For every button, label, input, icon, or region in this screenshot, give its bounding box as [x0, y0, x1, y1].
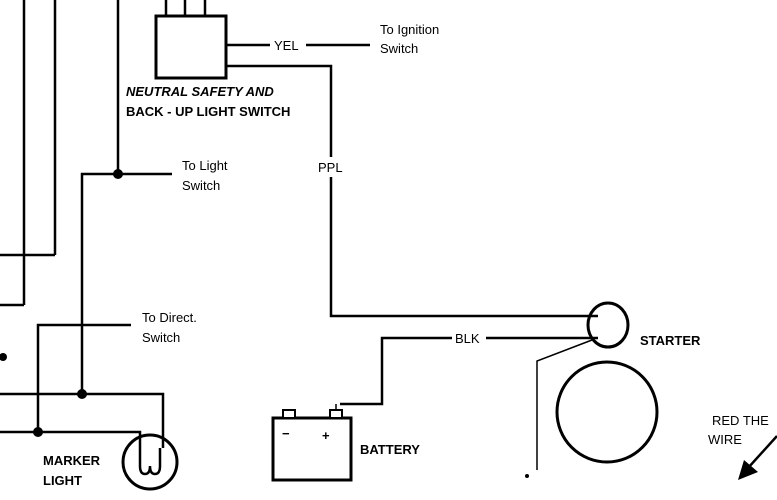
- to-direct-switch-label-line2: Switch: [142, 330, 180, 345]
- marker-light-label: MARKER: [43, 453, 101, 468]
- ppl-wire: [226, 64, 598, 318]
- battery-positive-symbol: +: [322, 428, 330, 443]
- blk-wire: [340, 336, 598, 406]
- battery-negative-symbol: −: [282, 426, 290, 441]
- neutral-switch-label: NEUTRAL SAFETY AND: [126, 84, 274, 99]
- to-light-switch-label: To Light: [182, 158, 228, 173]
- yel-wire-label: YEL: [274, 38, 299, 53]
- ppl-wire-label: PPL: [318, 160, 343, 175]
- blk-wire-label: BLK: [455, 331, 480, 346]
- left-edge-wires: [0, 0, 57, 361]
- to-ignition-label-line2: Switch: [380, 41, 418, 56]
- starter-label: STARTER: [640, 333, 701, 348]
- to-ignition-label: To Ignition: [380, 22, 439, 37]
- to-light-switch-label-line2: Switch: [182, 178, 220, 193]
- splice-dot: [77, 389, 87, 399]
- direct-switch-wire: [0, 323, 165, 448]
- neutral-switch-label-line2: BACK - UP LIGHT SWITCH: [126, 104, 290, 119]
- battery: [271, 404, 353, 482]
- red-wire-label-line2: WIRE: [708, 432, 742, 447]
- marker-light: [121, 433, 179, 491]
- neutral-safety-switch: [154, 0, 228, 80]
- splice-dot: [113, 169, 123, 179]
- marker-light-label-line2: LIGHT: [43, 473, 82, 488]
- light-switch-wire: [80, 0, 172, 394]
- arrow-icon: [738, 435, 777, 480]
- red-wire-label: RED THE: [712, 413, 769, 428]
- starter: [525, 301, 659, 478]
- to-direct-switch-label: To Direct.: [142, 310, 197, 325]
- battery-label: BATTERY: [360, 442, 420, 457]
